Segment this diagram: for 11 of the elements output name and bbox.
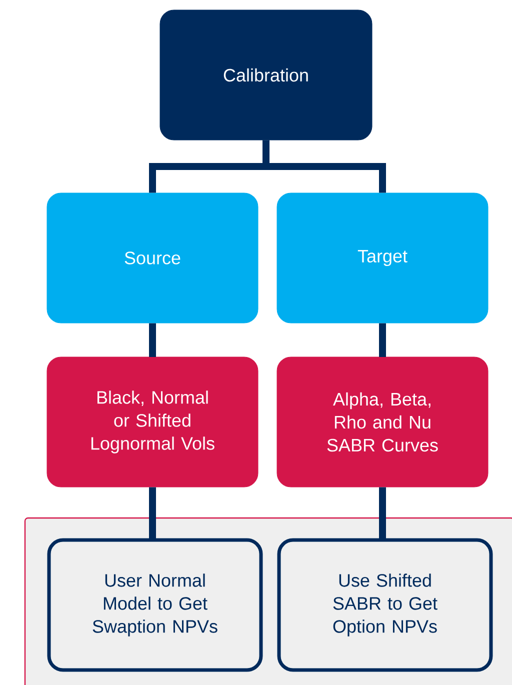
- process-box: Alpha, Beta, Rho and Nu SABR Curves: [276, 356, 488, 488]
- connector-line: [379, 487, 386, 540]
- connector-line: [149, 323, 156, 357]
- process-box: Source: [46, 192, 258, 324]
- connector-line: [149, 487, 156, 540]
- process-box: Use Shifted SABR to Get Option NPVs: [277, 538, 493, 672]
- process-box: Black, Normal or Shifted Lognormal Vols: [46, 356, 258, 488]
- process-box: Target: [276, 192, 488, 324]
- process-box: Calibration: [160, 10, 372, 140]
- process-box: User Normal Model to Get Swaption NPVs: [47, 538, 263, 672]
- connector-line: [379, 323, 386, 357]
